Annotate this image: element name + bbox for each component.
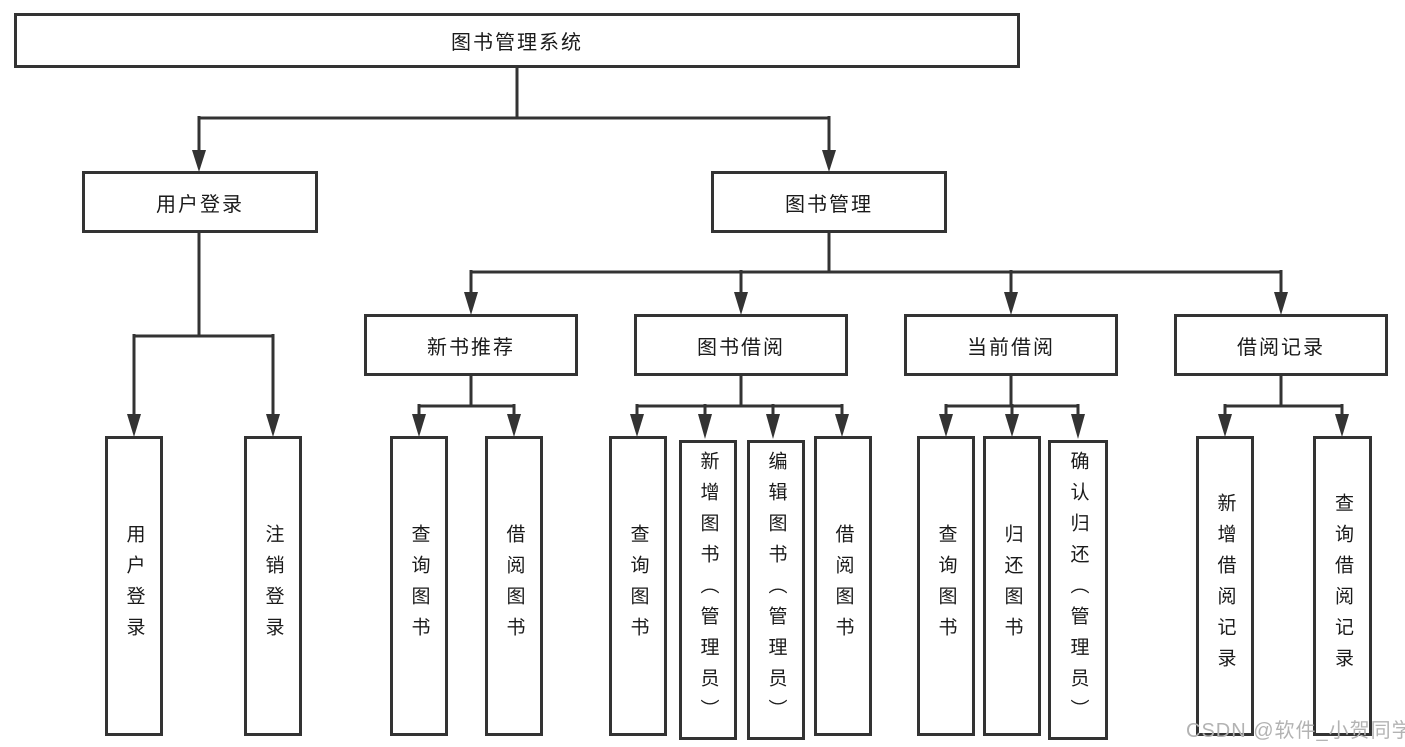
node-book-borrowing: 图书借阅 bbox=[634, 314, 848, 376]
leaf-confirm-return-admin: 确认归还（管理员） bbox=[1048, 440, 1108, 740]
connector-root bbox=[192, 68, 836, 172]
watermark: CSDN @软件_小贺同学 bbox=[1186, 720, 1405, 742]
node-user-login: 用户登录 bbox=[82, 171, 318, 233]
leaf-borrow-books-recommend: 借阅图书 bbox=[485, 436, 543, 736]
leaf-logout: 注销登录 bbox=[244, 436, 302, 736]
connector-user-login bbox=[127, 233, 280, 437]
node-root: 图书管理系统 bbox=[14, 13, 1020, 68]
leaf-return-books: 归还图书 bbox=[983, 436, 1041, 736]
leaf-query-books-recommend: 查询图书 bbox=[390, 436, 448, 736]
connector-current-borrowing bbox=[939, 376, 1085, 439]
node-borrowing-records: 借阅记录 bbox=[1174, 314, 1388, 376]
node-new-book-recommend: 新书推荐 bbox=[364, 314, 578, 376]
connector-borrowing-records bbox=[1218, 376, 1349, 437]
leaf-edit-books-admin: 编辑图书（管理员） bbox=[747, 440, 805, 740]
node-current-borrowing: 当前借阅 bbox=[904, 314, 1118, 376]
leaf-user-login: 用户登录 bbox=[105, 436, 163, 736]
leaf-query-books-current: 查询图书 bbox=[917, 436, 975, 736]
connector-book-borrowing bbox=[630, 376, 849, 439]
leaf-add-borrow-record: 新增借阅记录 bbox=[1196, 436, 1254, 736]
connector-book-management bbox=[464, 233, 1288, 315]
leaf-query-books-borrowing: 查询图书 bbox=[609, 436, 667, 736]
connector-new-book-recommend bbox=[412, 376, 521, 437]
leaf-query-borrow-record: 查询借阅记录 bbox=[1313, 436, 1372, 736]
node-book-management: 图书管理 bbox=[711, 171, 947, 233]
leaf-add-books-admin: 新增图书（管理员） bbox=[679, 440, 737, 740]
leaf-borrow-books: 借阅图书 bbox=[814, 436, 872, 736]
